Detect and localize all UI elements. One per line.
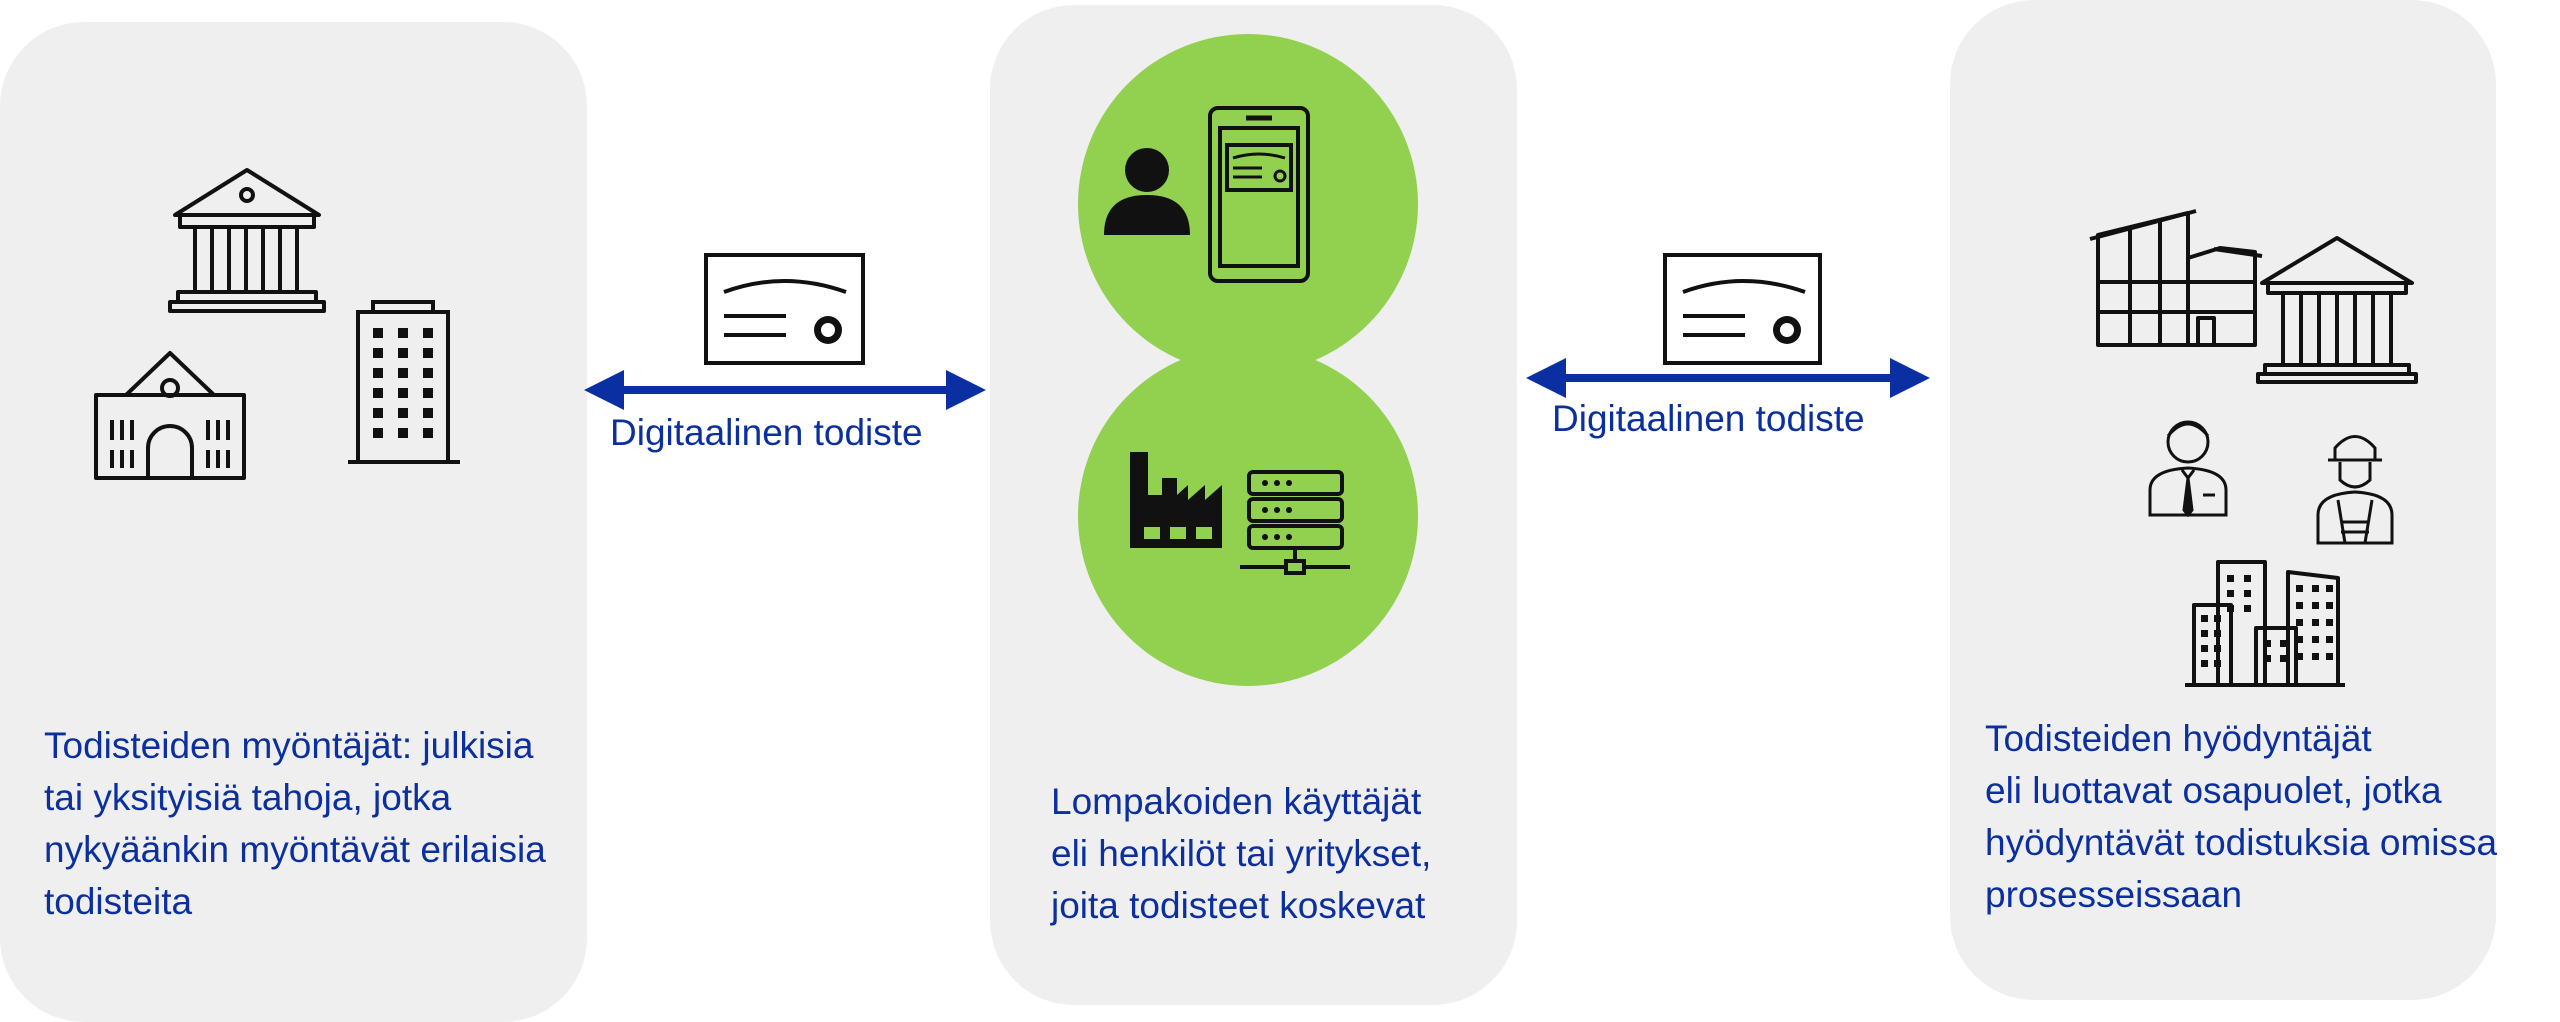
verifiers-description: Todisteiden hyödyntäjät eli luottavat os… bbox=[1985, 713, 2497, 921]
businessman-icon bbox=[2148, 420, 2228, 518]
description-line: Todisteiden myöntäjät: julkisia bbox=[44, 725, 534, 766]
description-line: joita todisteet koskevat bbox=[1051, 885, 1426, 926]
office-tower-icon bbox=[348, 300, 460, 464]
description-line: todisteita bbox=[44, 881, 193, 922]
government-building-icon bbox=[2256, 236, 2418, 384]
verifiers-panel bbox=[1950, 0, 2496, 1000]
description-line: nykyäänkin myöntävät erilaisia bbox=[44, 829, 546, 870]
school-building-icon bbox=[94, 351, 246, 480]
flow-label: Digitaalinen todiste bbox=[610, 412, 923, 453]
industrial-building-icon bbox=[2089, 209, 2263, 347]
server-icon bbox=[1240, 470, 1350, 575]
description-line: Todisteiden hyödyntäjät bbox=[1985, 718, 2372, 759]
description-line: eli henkilöt tai yritykset, bbox=[1051, 833, 1432, 874]
city-buildings-icon bbox=[2185, 560, 2345, 687]
flow-label: Digitaalinen todiste bbox=[1552, 398, 1865, 439]
description-line: tai yksityisiä tahoja, jotka bbox=[44, 777, 452, 818]
description-line: hyödyntävät todistuksia omissa bbox=[1985, 822, 2498, 863]
person-icon bbox=[1104, 148, 1190, 235]
engineer-icon bbox=[2316, 435, 2394, 545]
factory-icon bbox=[1130, 452, 1222, 548]
mobile-wallet-icon bbox=[1208, 106, 1310, 283]
diagram-graphics bbox=[94, 34, 2418, 687]
issuers-description: Todisteiden myöntäjät: julkisia tai yksi… bbox=[44, 720, 546, 928]
wallet-users-description: Lompakoiden käyttäjät eli henkilöt tai y… bbox=[1051, 776, 1431, 932]
government-building-icon bbox=[168, 168, 326, 313]
certificate-icon bbox=[1663, 253, 1822, 365]
description-line: prosesseissaan bbox=[1985, 874, 2243, 915]
certificate-icon bbox=[704, 253, 865, 365]
description-line: eli luottavat osapuolet, jotka bbox=[1985, 770, 2442, 811]
person-wallet-circle bbox=[1078, 34, 1418, 374]
issuers-panel bbox=[0, 22, 587, 1022]
description-line: Lompakoiden käyttäjät bbox=[1051, 781, 1422, 822]
